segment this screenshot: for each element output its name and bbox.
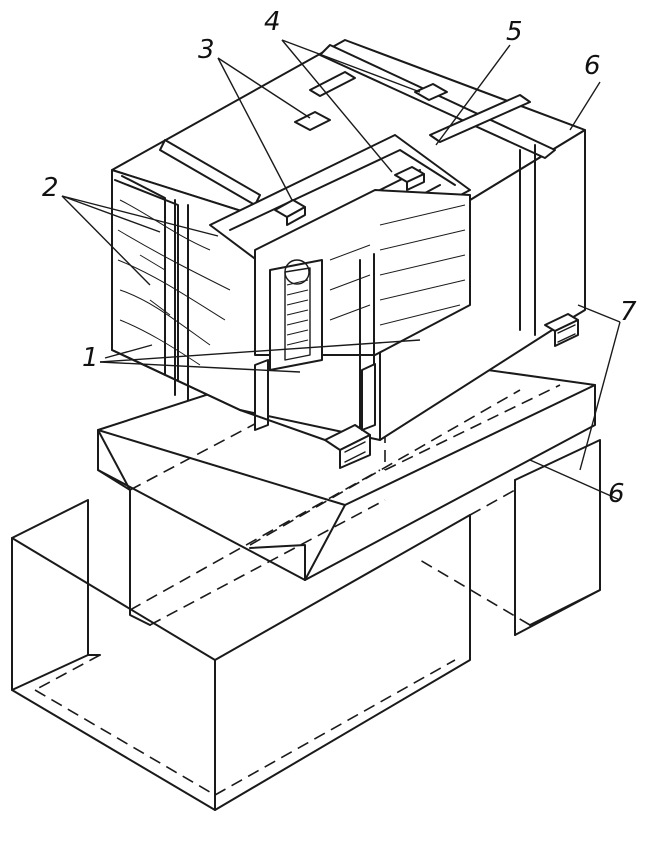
upper-crate xyxy=(111,39,586,469)
steel-straps xyxy=(159,44,556,401)
feet xyxy=(324,313,579,469)
callout-1: 1 xyxy=(82,343,99,373)
callout-5: 5 xyxy=(506,17,523,47)
callout-6-bottom: 6 xyxy=(608,479,625,509)
callout-6-top: 6 xyxy=(584,51,601,81)
callout-7: 7 xyxy=(620,297,637,327)
spacer-blocks xyxy=(274,83,448,226)
outer-carton xyxy=(11,389,601,811)
callout-leaders xyxy=(61,39,621,501)
base-tray xyxy=(97,349,596,626)
callout-3: 3 xyxy=(198,35,215,65)
inner-hatching xyxy=(329,204,466,326)
callout-4: 4 xyxy=(264,7,281,37)
wood-hatching-left xyxy=(117,199,231,366)
coil-stack xyxy=(269,259,323,371)
callout-labels: 1 2 3 4 5 6 6 7 xyxy=(42,7,637,509)
callout-2: 2 xyxy=(42,173,59,203)
